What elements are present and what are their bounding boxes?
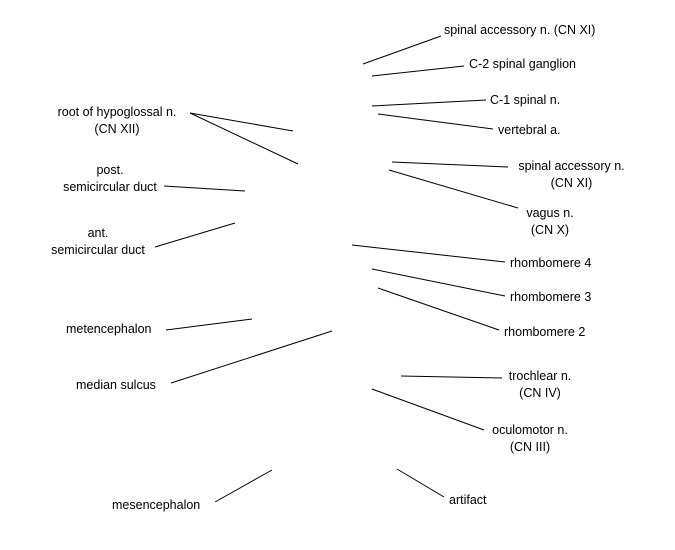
label-text: post. [96,163,124,177]
leader-metencephalon [165,318,253,331]
leader-c2-spinal-ganglion [371,65,465,77]
leader-post-semicircular-duct [163,185,246,192]
label-text: mesencephalon [112,498,201,512]
label-text: (CN XI) [550,176,593,190]
label-text: oculomotor n. [492,423,568,437]
label-text: trochlear n. [508,369,572,383]
label-c1-spinal-n: C-1 spinal n. [490,92,560,109]
leader-hypoglossal-a [189,112,294,132]
label-text: C-2 spinal ganglion [469,57,577,71]
leader-hypoglossal-b [189,112,299,165]
label-spinal-accessory-2: spinal accessory n. (CN XI) [511,158,632,192]
label-text: C-1 spinal n. [490,93,561,107]
leader-spinal-accessory-top [362,35,442,65]
label-text: (CN X) [530,223,570,237]
label-oculomotor: oculomotor n. (CN III) [484,422,576,456]
label-text: (CN XII) [94,122,140,136]
leader-trochlear [400,375,503,379]
leader-rhombomere-4 [351,244,506,263]
leader-c1-spinal-n [371,99,487,107]
leader-rhombomere-3 [371,268,506,297]
label-text: semicircular duct [63,180,157,194]
label-rhombomere-4: rhombomere 4 [510,255,591,272]
leader-mesencephalon [214,469,273,503]
label-rhombomere-2: rhombomere 2 [504,324,585,341]
label-text: semicircular duct [51,243,145,257]
leader-ant-semicircular-duct [154,222,236,248]
label-text: artifact [449,493,487,507]
label-text: (CN III) [509,440,551,454]
label-ant-semicircular-duct: ant. semicircular duct [43,225,153,259]
leader-vertebral-a [377,113,494,130]
label-text: root of hypoglossal n. [57,105,177,119]
label-text: metencephalon [66,322,152,336]
label-c2-spinal-ganglion: C-2 spinal ganglion [469,56,576,73]
leader-vagus [388,169,519,209]
label-text: vagus n. [526,206,574,220]
label-post-semicircular-duct: post. semicircular duct [54,162,166,196]
label-text: (CN IV) [519,386,561,400]
label-mesencephalon: mesencephalon [112,497,200,514]
leader-artifact [396,468,445,498]
label-median-sulcus: median sulcus [76,377,156,394]
label-trochlear: trochlear n. (CN IV) [500,368,580,402]
label-text: spinal accessory n. [518,159,625,173]
label-text: rhombomere 4 [510,256,592,270]
leader-rhombomere-2 [377,287,500,331]
label-text: rhombomere 2 [504,325,586,339]
label-hypoglossal: root of hypoglossal n. (CN XII) [44,104,190,138]
label-text: vertebral a. [498,123,561,137]
label-text: rhombomere 3 [510,290,592,304]
leader-median-sulcus [170,330,333,384]
leader-oculomotor [371,388,485,431]
label-metencephalon: metencephalon [66,321,151,338]
label-text: spinal accessory n. (CN XI) [444,23,596,37]
label-vertebral-a: vertebral a. [498,122,561,139]
leader-spinal-accessory-2 [391,161,509,168]
label-text: median sulcus [76,378,156,392]
label-spinal-accessory-top: spinal accessory n. (CN XI) [444,22,595,39]
label-artifact: artifact [449,492,487,509]
label-rhombomere-3: rhombomere 3 [510,289,591,306]
label-text: ant. [87,226,109,240]
label-vagus: vagus n. (CN X) [520,205,580,239]
